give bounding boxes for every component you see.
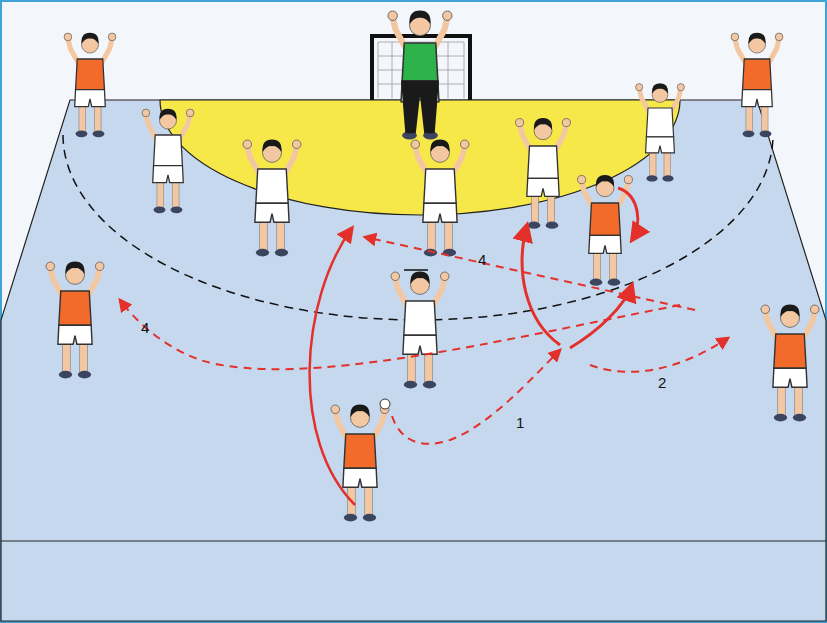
callout-number: 4 [478,252,486,267]
attacker [731,33,783,138]
defender [411,140,469,257]
callout-number: 1 [516,415,524,430]
pass-arrow [590,338,728,372]
callout-number: 4 [141,320,149,335]
court [1,100,826,621]
run-arrow [522,225,560,345]
pass-arrow [120,300,680,369]
run-arrow [618,188,638,240]
pass-arrow [392,350,560,444]
tick-mark [404,269,428,271]
defender [636,83,685,181]
defender [243,140,301,257]
defender [516,118,571,229]
pass-arrow [365,237,695,310]
attacker [46,262,104,379]
court-line [1,540,826,541]
defender [142,109,194,214]
run-arrow [570,285,632,348]
defender [391,272,449,389]
attacker [64,33,116,138]
callout-number: 2 [658,375,666,390]
run-arrow [310,228,355,505]
attacker [331,405,389,522]
ball [380,399,390,409]
movement-arrows [120,188,728,505]
goalkeeper [388,10,452,139]
attacker [761,305,819,422]
